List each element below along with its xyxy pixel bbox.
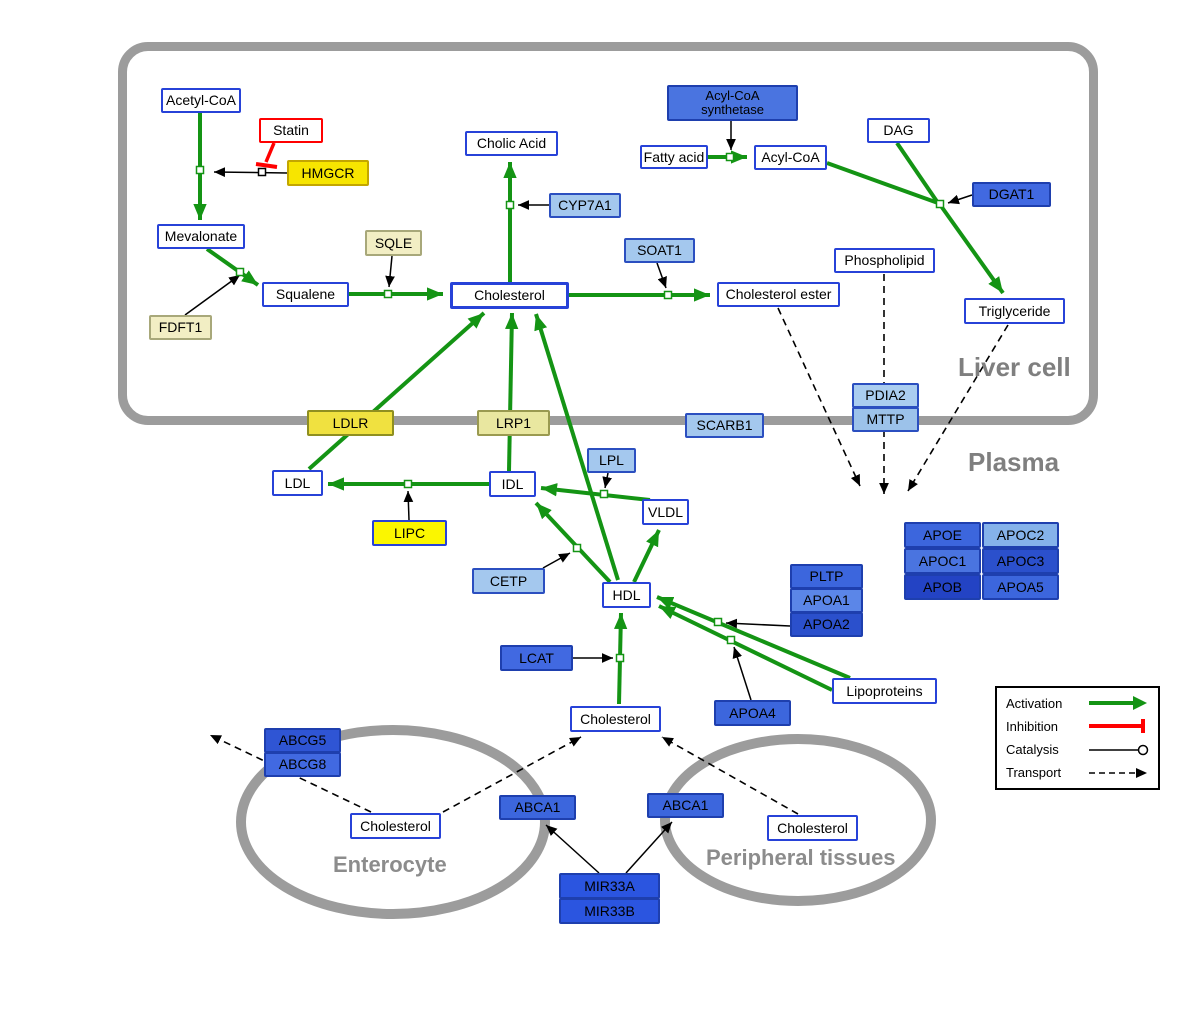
node-phospholipid[interactable]: Phospholipid — [834, 248, 935, 273]
legend-inhibition-label: Inhibition — [1006, 718, 1059, 734]
legend-item-activation: Activation — [1006, 695, 1149, 711]
node-ldlr[interactable]: LDLR — [307, 410, 394, 436]
node-apob[interactable]: APOB — [904, 574, 981, 600]
node-scarb1[interactable]: SCARB1 — [685, 413, 764, 438]
node-cholesterol-peripheral[interactable]: Cholesterol — [767, 815, 858, 841]
legend-item-inhibition: Inhibition — [1006, 718, 1149, 734]
legend-transport-label: Transport — [1006, 765, 1062, 781]
node-hmgcr[interactable]: HMGCR — [287, 160, 369, 186]
node-apoc3[interactable]: APOC3 — [982, 548, 1059, 574]
liver-cell-label: Liver cell — [958, 352, 1071, 382]
node-cholic-acid[interactable]: Cholic Acid — [465, 131, 558, 156]
node-pdia2[interactable]: PDIA2 — [852, 383, 919, 408]
node-fatty-acid[interactable]: Fatty acid — [640, 145, 708, 169]
node-ldl[interactable]: LDL — [272, 470, 323, 496]
node-abca1-peripheral[interactable]: ABCA1 — [647, 793, 724, 818]
node-apoc2[interactable]: APOC2 — [982, 522, 1059, 548]
node-apoe[interactable]: APOE — [904, 522, 981, 548]
node-squalene[interactable]: Squalene — [262, 282, 349, 307]
node-apoa5[interactable]: APOA5 — [982, 574, 1059, 600]
node-cyp7a1[interactable]: CYP7A1 — [549, 193, 621, 218]
node-mir33b[interactable]: MIR33B — [559, 898, 660, 924]
node-statin[interactable]: Statin — [259, 118, 323, 143]
node-dgat1[interactable]: DGAT1 — [972, 182, 1051, 207]
liver-cell-membrane — [118, 42, 1098, 425]
node-vldl[interactable]: VLDL — [642, 499, 689, 525]
node-mir33a[interactable]: MIR33A — [559, 873, 660, 899]
node-acetyl-coa[interactable]: Acetyl-CoA — [161, 88, 241, 113]
peripheral-tissues-label: Peripheral tissues — [706, 845, 896, 870]
legend-activation-label: Activation — [1006, 695, 1063, 711]
node-fdft1[interactable]: FDFT1 — [149, 315, 212, 340]
node-apoa1[interactable]: APOA1 — [790, 588, 863, 613]
inhibition-tbar-icon — [1089, 719, 1145, 734]
node-apoa4[interactable]: APOA4 — [714, 700, 791, 726]
node-abcg5[interactable]: ABCG5 — [264, 728, 341, 753]
node-mevalonate[interactable]: Mevalonate — [157, 224, 245, 249]
node-lipc[interactable]: LIPC — [372, 520, 447, 546]
node-cetp[interactable]: CETP — [472, 568, 545, 594]
node-cholesterol-liver[interactable]: Cholesterol — [450, 282, 569, 309]
node-idl[interactable]: IDL — [489, 471, 536, 497]
node-pltp[interactable]: PLTP — [790, 564, 863, 589]
node-cholesterol-enterocyte[interactable]: Cholesterol — [350, 813, 441, 839]
node-mttp[interactable]: MTTP — [852, 407, 919, 432]
node-apoc1[interactable]: APOC1 — [904, 548, 981, 574]
legend: Activation Inhibition Catalysis Transpor… — [995, 686, 1160, 790]
node-dag[interactable]: DAG — [867, 118, 930, 143]
node-abcg8[interactable]: ABCG8 — [264, 752, 341, 777]
enterocyte-label: Enterocyte — [333, 852, 447, 877]
node-acyl-coa-synthetase[interactable]: Acyl-CoA synthetase — [667, 85, 798, 121]
node-cholesterol-plasma[interactable]: Cholesterol — [570, 706, 661, 732]
plasma-label: Plasma — [968, 447, 1060, 477]
node-lpl[interactable]: LPL — [587, 448, 636, 473]
node-soat1[interactable]: SOAT1 — [624, 238, 695, 263]
node-lipoproteins[interactable]: Lipoproteins — [832, 678, 937, 704]
legend-item-transport: Transport — [1006, 765, 1149, 781]
catalysis-circle-icon — [1089, 744, 1149, 755]
legend-item-catalysis: Catalysis — [1006, 742, 1149, 758]
activation-arrow-icon — [1089, 696, 1147, 710]
node-apoa2[interactable]: APOA2 — [790, 612, 863, 637]
node-lcat[interactable]: LCAT — [500, 645, 573, 671]
node-hdl[interactable]: HDL — [602, 582, 651, 608]
node-cholesterol-ester[interactable]: Cholesterol ester — [717, 282, 840, 307]
legend-catalysis-label: Catalysis — [1006, 742, 1059, 758]
node-triglyceride[interactable]: Triglyceride — [964, 298, 1065, 324]
node-acyl-coa[interactable]: Acyl-CoA — [754, 145, 827, 170]
node-abca1-enterocyte[interactable]: ABCA1 — [499, 795, 576, 820]
node-sqle[interactable]: SQLE — [365, 230, 422, 256]
transport-arrow-icon — [1089, 767, 1147, 778]
node-lrp1[interactable]: LRP1 — [477, 410, 550, 436]
